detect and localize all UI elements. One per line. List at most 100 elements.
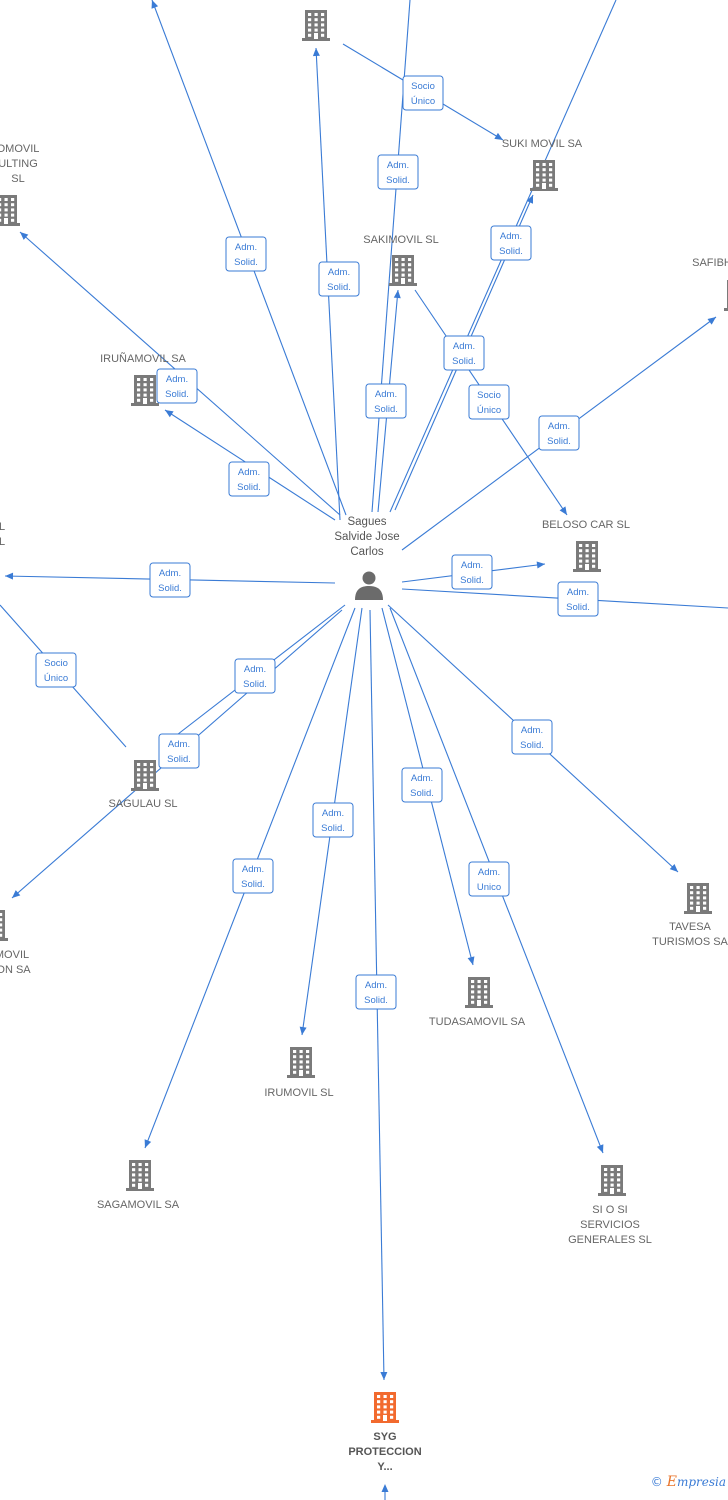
relation-label-text: Adm. <box>500 231 522 242</box>
relation-label-box[interactable]: Adm.Solid. <box>158 733 200 769</box>
relation-label-text: Adm. <box>238 467 260 478</box>
company-label: SAGULAU SL <box>108 798 177 810</box>
company-label: SI O SI <box>592 1204 627 1216</box>
arrow-head-icon <box>559 506 567 515</box>
relation-label-box[interactable]: Adm.Solid. <box>443 335 485 371</box>
company-label: ULTING <box>0 158 38 170</box>
relation-label-text: Adm. <box>461 560 483 571</box>
relation-label-box[interactable]: Adm.Solid. <box>312 802 354 838</box>
arrow-head-icon <box>536 561 545 569</box>
relation-label-text: Solid. <box>241 879 265 890</box>
relation-label-text: Adm. <box>548 421 570 432</box>
relation-label-text: Solid. <box>234 257 258 268</box>
building-icon <box>126 1160 154 1191</box>
relation-label-text: Solid. <box>520 740 544 751</box>
company-node-movil-ion[interactable]: MOVILION SA <box>0 910 31 976</box>
company-label: L <box>0 536 5 548</box>
company-node-top-center[interactable] <box>302 10 330 41</box>
company-node-suki-movil[interactable]: SUKI MOVIL SA <box>502 138 583 191</box>
arrow-head-icon <box>380 1371 388 1380</box>
arrow-head-icon <box>494 132 503 140</box>
company-node-tavesa[interactable]: TAVESA TURISMOS SA <box>652 883 728 948</box>
company-label: SERVICIOS <box>580 1219 640 1231</box>
relation-label-text: Adm. <box>453 341 475 352</box>
relation-label-text: Adm. <box>159 568 181 579</box>
company-node-sagulau[interactable]: SAGULAU SL <box>108 760 178 810</box>
company-node-beloso-car[interactable]: BELOSO CAR SL <box>542 519 630 572</box>
relation-label-text: Solid. <box>321 823 345 834</box>
company-label: MOVIL <box>0 949 29 961</box>
company-label: PROTECCION <box>348 1446 421 1458</box>
building-icon <box>724 280 728 311</box>
company-node-syg[interactable]: SYGPROTECCIONY... <box>348 1392 422 1473</box>
relation-label-text: Adm. <box>235 242 257 253</box>
company-label: TAVESA <box>669 921 711 933</box>
company-node-sagamovil[interactable]: SAGAMOVIL SA <box>97 1160 180 1211</box>
building-icon <box>302 10 330 41</box>
company-label: GENERALES SL <box>568 1234 652 1246</box>
relation-label-box[interactable]: Adm.Solid. <box>318 261 360 297</box>
person-label: Sagues <box>347 516 386 528</box>
relation-label-text: Solid. <box>460 575 484 586</box>
arrow-head-icon <box>669 864 678 872</box>
relation-label-box[interactable]: Adm.Solid. <box>149 562 191 598</box>
relation-label-box[interactable]: Adm. Solid. <box>225 236 267 272</box>
company-node-sakimovil[interactable]: SAKIMOVIL SL <box>363 234 439 286</box>
relation-label-box[interactable]: Adm.Solid. <box>511 719 553 755</box>
person-label: Salvide Jose <box>334 531 399 543</box>
building-icon <box>598 1165 626 1196</box>
empresia-watermark: ©Empresia <box>651 1474 726 1490</box>
relation-label-text: Solid. <box>327 282 351 293</box>
relation-label-box[interactable]: Adm.Solid. <box>355 974 397 1010</box>
company-label: TURISMOS SA <box>652 936 728 948</box>
company-label: SYG <box>373 1431 396 1443</box>
arrow-head-icon <box>5 572 14 580</box>
building-icon <box>287 1047 315 1078</box>
relation-label-text: Unico <box>477 882 501 893</box>
building-icon <box>131 760 159 791</box>
building-icon <box>389 255 417 286</box>
relation-label-box[interactable]: Adm.Solid. <box>377 154 419 190</box>
relation-label-text: Adm. <box>478 867 500 878</box>
company-label: OMOVIL <box>0 143 39 155</box>
company-node-irumovil[interactable]: IRUMOVIL SL <box>264 1047 334 1099</box>
relation-label-text: Único <box>44 673 68 684</box>
relation-label-box[interactable]: Adm.Solid. <box>365 383 407 419</box>
relation-label-box[interactable]: Adm.Solid. <box>228 461 270 497</box>
arrow-head-icon <box>393 290 401 299</box>
company-node-safibh[interactable]: SAFIBH <box>692 257 728 311</box>
company-node-tudasamovil[interactable]: TUDASAMOVIL SA <box>429 977 526 1028</box>
company-node-left-l[interactable]: LL <box>0 521 5 556</box>
company-label: SAGAMOVIL SA <box>97 1199 180 1211</box>
relation-label-box[interactable]: Adm. Unico <box>468 861 510 897</box>
relation-label-text: Solid. <box>167 754 191 765</box>
company-label: IRUÑAMOVIL SA <box>100 352 186 365</box>
relation-label-box[interactable]: Adm.Solid. <box>156 368 198 404</box>
relation-label-box[interactable]: Adm. Solid. <box>451 554 493 590</box>
company-label: L <box>0 521 5 533</box>
arrow-head-icon <box>144 1139 152 1148</box>
relation-label-box[interactable]: Adm.Solid. <box>401 767 443 803</box>
relation-label-box[interactable]: Adm.Solid. <box>232 858 274 894</box>
relation-label-text: Solid. <box>547 436 571 447</box>
company-label: SAKIMOVIL SL <box>363 234 438 246</box>
company-node-si-o-si[interactable]: SI O SI SERVICIOS GENERALES SL <box>568 1165 652 1246</box>
relation-label-text: Adm. <box>567 587 589 598</box>
relation-label-box[interactable]: Adm.Solid. <box>490 225 532 261</box>
relation-label-box[interactable]: Adm. Solid. <box>538 415 580 451</box>
copyright-symbol: © <box>650 1475 663 1489</box>
arrow-head-icon <box>467 956 475 965</box>
relation-label-text: Socio <box>477 390 501 401</box>
relation-label-box[interactable]: Adm.Solid. <box>557 581 599 617</box>
arrow-head-icon <box>707 317 716 325</box>
relation-label-box[interactable]: Adm.Solid. <box>234 658 276 694</box>
company-node-irunamovil[interactable]: IRUÑAMOVIL SA <box>100 352 187 406</box>
relation-label-text: Solid. <box>374 404 398 415</box>
